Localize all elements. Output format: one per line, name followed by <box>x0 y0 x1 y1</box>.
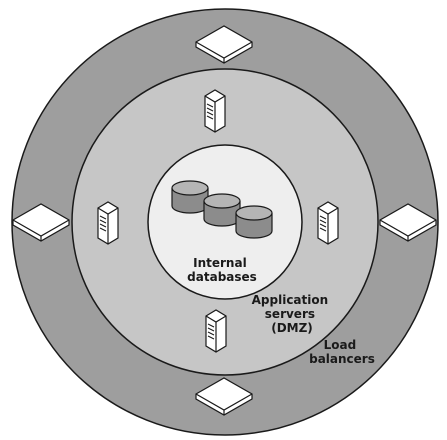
app-servers-label: Application servers (DMZ) <box>252 293 333 335</box>
server-tower-icon <box>205 309 227 353</box>
app-servers-label-line2: servers <box>265 307 315 321</box>
server-tower-icon <box>97 201 119 245</box>
database-cylinder-icon <box>203 193 241 227</box>
database-cylinder-icon <box>171 180 209 214</box>
databases-label: Internal databases <box>187 256 257 284</box>
load-balancers-label: Load balancers <box>309 338 375 366</box>
load-balancers-label-line1: Load <box>324 338 357 352</box>
load-balancers-label-line2: balancers <box>309 352 375 366</box>
server-tower-icon <box>204 89 226 133</box>
databases-label-line2: databases <box>187 270 257 284</box>
app-servers-label-line3: (DMZ) <box>271 321 313 335</box>
database-cylinder-icon <box>235 205 273 239</box>
databases-label-line1: Internal <box>193 256 247 270</box>
app-servers-label-line1: Application <box>252 293 329 307</box>
server-tower-icon <box>317 201 339 245</box>
